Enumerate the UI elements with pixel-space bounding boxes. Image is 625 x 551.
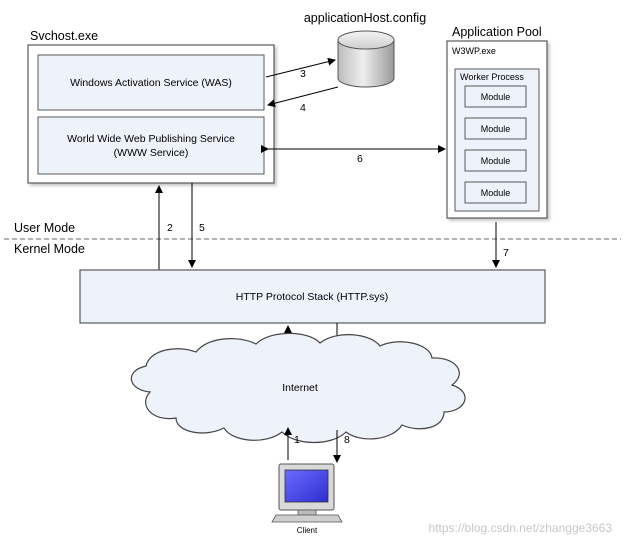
- step-1-label: 1: [294, 434, 300, 446]
- module-box: [464, 85, 527, 108]
- step-6-label: 6: [357, 153, 363, 165]
- step-5-label: 5: [199, 222, 205, 234]
- module-label: Module: [481, 124, 511, 134]
- module-label: Module: [481, 188, 511, 198]
- http-stack-label: HTTP Protocol Stack (HTTP.sys): [236, 291, 388, 303]
- watermark-text: https://blog.csdn.net/zhangge3663: [429, 521, 613, 535]
- www-service-label-line2: (WWW Service): [114, 147, 189, 159]
- arrow-3: [265, 57, 336, 78]
- step-2-label: 2: [167, 222, 173, 234]
- w3wp-label: W3WP.exe: [452, 46, 496, 56]
- step-3-label: 3: [300, 68, 306, 80]
- www-service-box: [37, 116, 265, 175]
- module-label: Module: [481, 156, 511, 166]
- database-icon: [337, 30, 395, 88]
- step-4-label: 4: [300, 102, 306, 114]
- internet-cloud-icon: [130, 332, 466, 443]
- step-8-label: 8: [344, 434, 350, 446]
- user-mode-label: User Mode: [14, 221, 75, 235]
- arrow-4: [267, 86, 339, 108]
- config-label: applicationHost.config: [304, 11, 426, 25]
- module-label: Module: [481, 92, 511, 102]
- http-stack-box: [79, 269, 546, 324]
- client-computer-icon: [271, 463, 343, 523]
- step-7-label: 7: [503, 247, 509, 259]
- www-service-label-line1: World Wide Web Publishing Service: [67, 133, 235, 145]
- module-box: [464, 149, 527, 172]
- internet-label: Internet: [282, 382, 318, 394]
- client-label: Client: [297, 526, 318, 535]
- was-label: Windows Activation Service (WAS): [70, 77, 232, 89]
- kernel-mode-label: Kernel Mode: [14, 242, 85, 256]
- svchost-title: Svchost.exe: [30, 29, 98, 43]
- was-box: [37, 54, 265, 111]
- app-pool-title: Application Pool: [452, 25, 542, 39]
- module-box: [464, 181, 527, 204]
- module-box: [464, 117, 527, 140]
- worker-process-label: Worker Process: [460, 72, 524, 82]
